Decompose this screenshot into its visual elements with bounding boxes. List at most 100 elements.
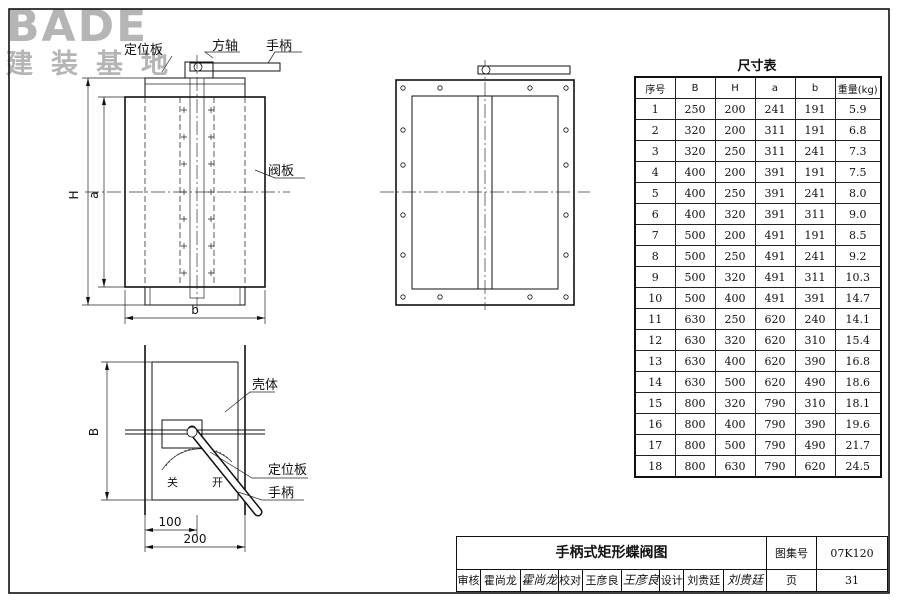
cell-b: 241 — [794, 182, 836, 204]
cell-H: 320 — [714, 266, 756, 288]
checker-name: 王彦良 — [583, 570, 623, 591]
cell-b: 241 — [794, 245, 836, 267]
cell-index: 11 — [634, 308, 676, 330]
header-H: H — [714, 76, 756, 99]
atlas-number: 07K120 — [817, 537, 887, 570]
design-label: 设计 — [660, 570, 685, 591]
cell-b: 390 — [794, 350, 836, 372]
cell-b: 310 — [794, 392, 836, 414]
cell-H: 320 — [714, 329, 756, 351]
cell-B: 500 — [674, 224, 716, 246]
cell-a: 620 — [754, 308, 796, 330]
cell-a: 620 — [754, 350, 796, 372]
cell-weight: 21.7 — [834, 434, 882, 456]
label-close: 关 — [167, 475, 178, 489]
table-header-row: 序号 B H a b 重量(kg) — [634, 76, 882, 99]
cell-index: 14 — [634, 371, 676, 393]
cell-B: 800 — [674, 434, 716, 456]
cell-B: 630 — [674, 329, 716, 351]
cell-index: 17 — [634, 434, 676, 456]
cell-weight: 16.8 — [834, 350, 882, 372]
cell-a: 241 — [754, 98, 796, 120]
cell-H: 320 — [714, 392, 756, 414]
header-B: B — [674, 76, 716, 99]
cell-index: 16 — [634, 413, 676, 435]
cell-b: 311 — [794, 203, 836, 225]
atlas-number-label: 图集号 — [767, 537, 817, 570]
cell-a: 491 — [754, 224, 796, 246]
cell-B: 400 — [674, 203, 716, 225]
cell-B: 630 — [674, 371, 716, 393]
header-weight: 重量(kg) — [834, 76, 882, 99]
cell-B: 400 — [674, 161, 716, 183]
bottom-flange — [144, 286, 246, 306]
dimension-table-title: 尺寸表 — [737, 59, 777, 74]
dim-b-label: b — [191, 303, 199, 317]
cell-index: 12 — [634, 329, 676, 351]
cell-B: 800 — [674, 392, 716, 414]
cell-H: 400 — [714, 350, 756, 372]
cell-H: 200 — [714, 98, 756, 120]
cell-H: 500 — [714, 371, 756, 393]
watermark-subtitle: 建装基地 — [6, 49, 186, 80]
header-a: a — [754, 76, 796, 99]
cell-index: 18 — [634, 455, 676, 478]
cell-weight: 14.7 — [834, 287, 882, 309]
cell-a: 311 — [754, 119, 796, 141]
cell-H: 200 — [714, 161, 756, 183]
cell-index: 6 — [634, 203, 676, 225]
header-index: 序号 — [634, 76, 676, 99]
positioning-arc — [161, 448, 233, 471]
review-label: 审核 — [457, 570, 481, 591]
cell-a: 790 — [754, 455, 796, 478]
dim-H-label: H — [67, 190, 81, 199]
cell-b: 490 — [794, 434, 836, 456]
cell-H: 200 — [714, 224, 756, 246]
cell-b: 191 — [794, 98, 836, 120]
cell-weight: 18.6 — [834, 371, 882, 393]
cell-B: 500 — [674, 266, 716, 288]
cell-weight: 9.0 — [834, 203, 882, 225]
cell-index: 10 — [634, 287, 676, 309]
watermark: BADE 建装基地 — [6, 4, 186, 80]
cell-B: 400 — [674, 182, 716, 204]
cell-a: 491 — [754, 245, 796, 267]
header-b: b — [794, 76, 836, 99]
reviewer-name: 霍尚龙 — [481, 570, 521, 591]
cell-a: 311 — [754, 140, 796, 162]
dim-B-label: B — [87, 428, 101, 436]
front-view — [82, 51, 305, 324]
cell-H: 500 — [714, 434, 756, 456]
cell-b: 390 — [794, 413, 836, 435]
label-positioning-plate-top: 定位板 — [124, 43, 163, 58]
cell-b: 240 — [794, 308, 836, 330]
cell-b: 310 — [794, 329, 836, 351]
cell-weight: 7.3 — [834, 140, 882, 162]
label-handle-bottom: 手柄 — [268, 486, 294, 501]
cell-index: 7 — [634, 224, 676, 246]
cell-B: 500 — [674, 287, 716, 309]
label-shell: 壳体 — [252, 378, 278, 393]
cell-B: 800 — [674, 413, 716, 435]
cell-a: 620 — [754, 371, 796, 393]
cell-index: 5 — [634, 182, 676, 204]
cell-B: 800 — [674, 455, 716, 478]
cell-b: 191 — [794, 161, 836, 183]
cell-H: 250 — [714, 245, 756, 267]
cell-B: 320 — [674, 140, 716, 162]
cell-b: 191 — [794, 224, 836, 246]
watermark-brand: BADE — [6, 1, 149, 52]
cell-H: 200 — [714, 119, 756, 141]
cell-weight: 6.8 — [834, 119, 882, 141]
